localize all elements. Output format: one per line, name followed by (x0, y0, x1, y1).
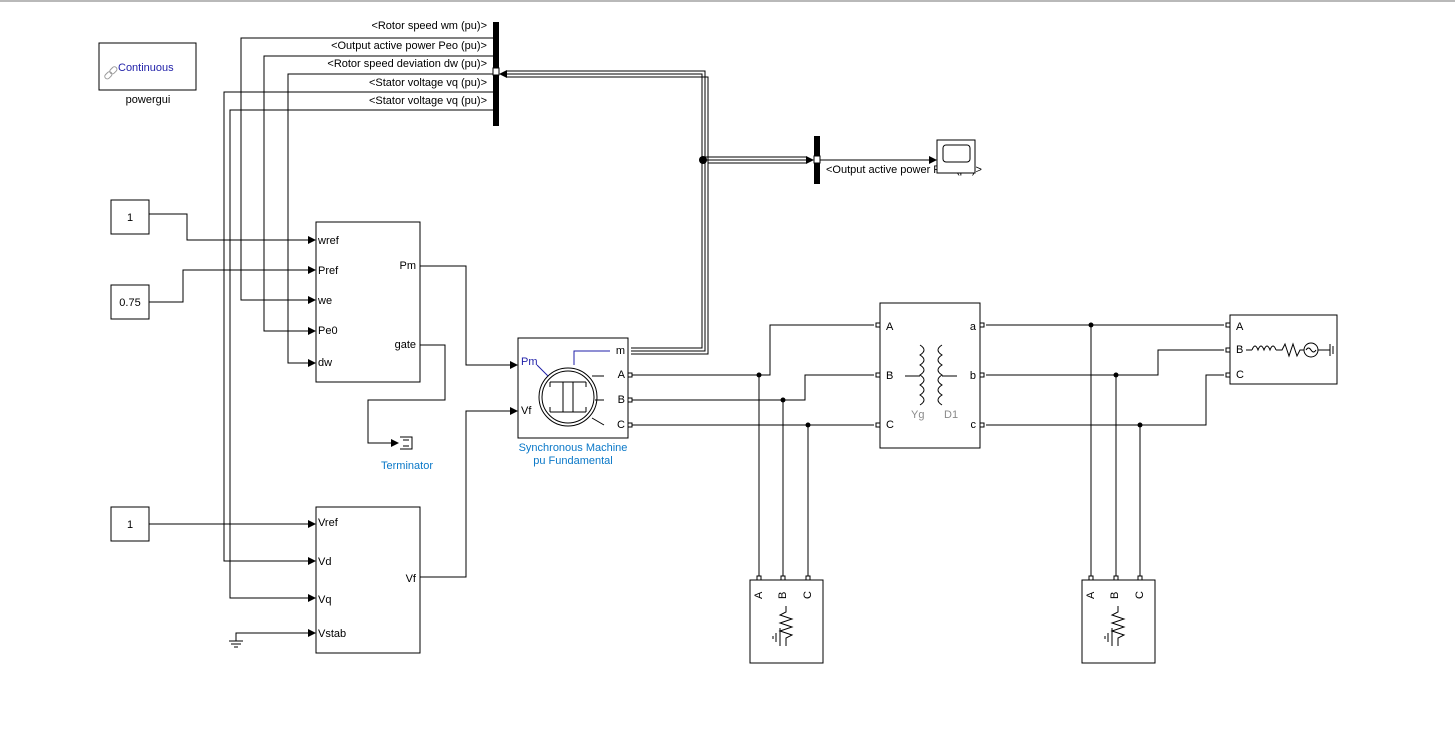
port-label-c: C (1134, 591, 1146, 599)
load-resistor-icon (1104, 606, 1126, 646)
constant-value: 1 (127, 212, 133, 224)
port-label-b: B (1236, 344, 1243, 356)
port-label-a: A (1085, 591, 1097, 599)
three-phase-source-block[interactable]: A B C (1229, 314, 1338, 385)
port-label-a: A (886, 321, 894, 333)
primary-winding-label: Yg (911, 409, 924, 421)
secondary-winding-label: D1 (944, 409, 958, 421)
machine-symbol-icon (538, 367, 598, 427)
scope-block[interactable] (936, 139, 976, 174)
port-label-we: we (317, 295, 332, 307)
port-label-c: C (1236, 369, 1244, 381)
bus-selector-scope[interactable] (813, 136, 821, 184)
port-label-c-out: c (971, 419, 977, 431)
constant-value: 0.75 (119, 297, 140, 309)
source-impedance-icon (1246, 342, 1334, 358)
constant-value: 1 (127, 519, 133, 531)
terminator-name: Terminator (381, 460, 433, 472)
machine-subname: pu Fundamental (533, 455, 613, 467)
ground-icon (229, 640, 243, 648)
port-label-gate: gate (395, 339, 416, 351)
port-label-pm: Pm (400, 260, 417, 272)
load-resistor-icon (772, 606, 794, 646)
bus-signal-rotor-speed: <Rotor speed wm (pu)> (371, 20, 487, 32)
signal-wires (149, 37, 1224, 641)
port-label-pm: Pm (521, 356, 538, 368)
top-border (0, 0, 1455, 2)
signal-arrowheads (308, 70, 937, 637)
port-label-vstab: Vstab (318, 628, 346, 640)
port-label-a-out: a (970, 321, 977, 333)
port-label-b-out: b (970, 370, 976, 382)
machine-name: Synchronous Machine (519, 442, 628, 454)
port-label-b: B (777, 592, 789, 599)
port-label-m: m (616, 345, 625, 357)
port-label-vf: Vf (406, 573, 417, 585)
port-label-vq: Vq (318, 594, 331, 606)
port-label-a: A (618, 369, 626, 381)
powergui-mode: Continuous (118, 62, 174, 74)
port-label-c: C (886, 419, 894, 431)
terminator-block[interactable]: Terminator (381, 436, 433, 472)
port-label-pref: Pref (318, 265, 339, 277)
governor-block[interactable]: wref Pref we Pe0 dw Pm gate (315, 221, 421, 383)
port-label-a: A (1236, 321, 1244, 333)
port-label-wref: wref (317, 235, 340, 247)
exciter-block[interactable]: Vref Vd Vq Vstab Vf (315, 506, 421, 654)
port-label-c: C (617, 419, 625, 431)
port-label-b: B (1109, 592, 1121, 599)
port-label-vref: Vref (318, 517, 339, 529)
port-label-vd: Vd (318, 556, 331, 568)
bus-signal-output-power: <Output active power Peo (pu)> (331, 40, 487, 52)
constant-block-pref[interactable]: 0.75 (110, 284, 150, 320)
link-icon (104, 66, 118, 80)
electrical-ports (627, 322, 1231, 581)
bus-signal-stator-vq-2: <Stator voltage vq (pu)> (369, 95, 487, 107)
port-label-pe0: Pe0 (318, 325, 338, 337)
three-phase-load-block-1[interactable]: A B C (749, 579, 824, 664)
bus-signal-stator-vq: <Stator voltage vq (pu)> (369, 77, 487, 89)
transformer-block[interactable]: A B C a b c Yg D1 (879, 302, 981, 449)
port-label-c: C (802, 591, 814, 599)
port-label-b: B (886, 370, 893, 382)
constant-block-vref[interactable]: 1 (110, 506, 150, 542)
port-label-vf: Vf (521, 405, 532, 417)
constant-block-wref[interactable]: 1 (110, 199, 150, 235)
port-label-b: B (618, 394, 625, 406)
transformer-coil-icon (905, 344, 957, 406)
bus-signal-rotor-deviation: <Rotor speed deviation dw (pu)> (327, 58, 487, 70)
three-phase-load-block-2[interactable]: A B C (1081, 579, 1156, 664)
powergui-block[interactable]: Continuous powergui (98, 42, 197, 106)
port-label-dw: dw (318, 357, 332, 369)
powergui-name: powergui (126, 94, 171, 106)
synchronous-machine-block[interactable]: Pm Vf m A B C Synchronous Machine pu Fun… (517, 337, 629, 467)
port-label-a: A (753, 591, 765, 599)
bus-selector-main[interactable] (492, 22, 500, 126)
